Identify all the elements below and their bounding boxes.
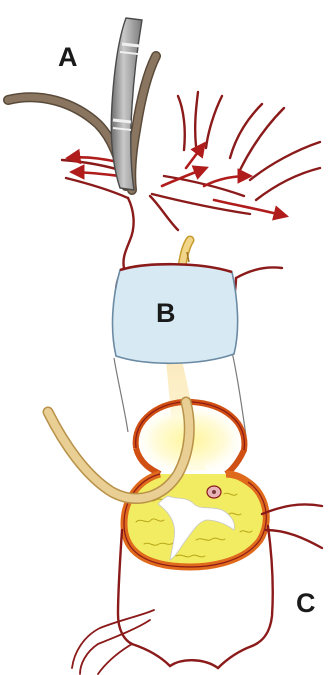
label-a: A: [58, 42, 78, 72]
left-flow-arrows: [68, 157, 120, 176]
stent-tip-icon: [182, 240, 190, 266]
pseudocyst-cavity: [124, 474, 266, 567]
label-c: C: [296, 588, 316, 618]
label-b: B: [156, 298, 176, 328]
upper-right-vessels: [150, 92, 320, 230]
